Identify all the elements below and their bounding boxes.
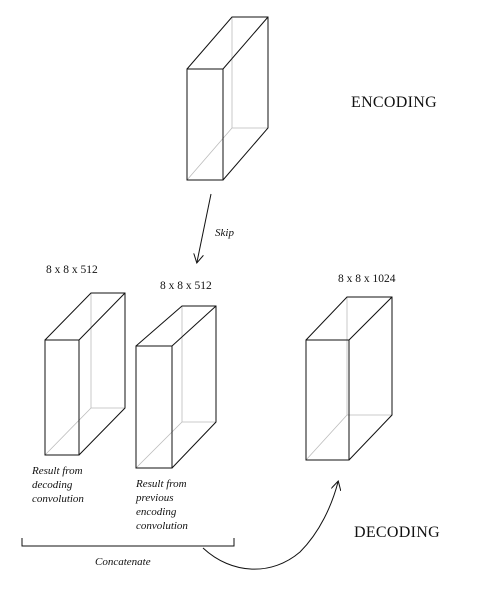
encoding-result-caption-line-3: encoding (136, 506, 177, 518)
concatenate-bracket (21, 538, 235, 547)
encoding-block (186, 16, 269, 181)
decoding-result-caption-line-2: decoding (32, 479, 73, 491)
decoding-result-dims: 8 x 8 x 512 (46, 264, 98, 276)
encoding-result-dims: 8 x 8 x 512 (160, 280, 212, 292)
encoding-result-block (135, 305, 217, 469)
encoding-result-caption-line-2: previous (135, 492, 173, 504)
decoding-label: DECODING (354, 524, 440, 541)
concatenated-dims: 8 x 8 x 1024 (338, 273, 396, 285)
concatenate-arrow (202, 482, 338, 570)
encoding-result-caption-line-1: Result from (135, 478, 187, 490)
concatenate-label: Concatenate (95, 556, 151, 568)
skip-label: Skip (215, 227, 234, 239)
decoding-result-caption-line-3: convolution (32, 493, 84, 505)
encoding-result-caption-line-4: convolution (136, 520, 188, 532)
concatenated-block (305, 296, 393, 461)
skip-arrow (197, 193, 212, 262)
decoding-result-caption-line-1: Result from (31, 465, 83, 477)
decoding-result-block (44, 292, 126, 456)
encoding-label: ENCODING (351, 94, 437, 111)
